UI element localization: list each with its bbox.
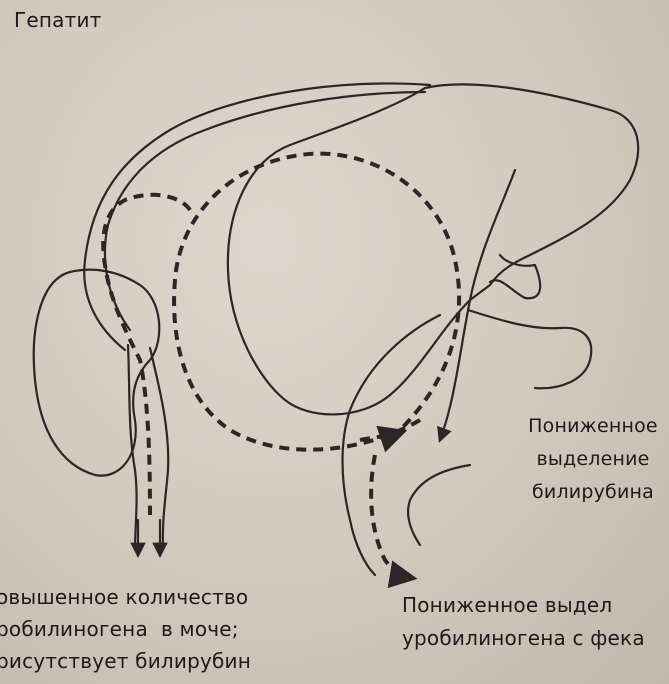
vessel-arc-outer [84,83,430,350]
ureter-right [150,348,168,545]
portal-to-kidney-dashed [103,195,190,515]
enterohepatic-loop-dashed [174,154,459,450]
feces-dashed-arrow [371,455,412,578]
bile-duct-arrow [440,170,515,440]
intestine-line-3 [408,465,470,545]
diagram-title: Гепатит [14,8,102,32]
vessel-arc-inner [105,92,425,330]
urine-urobilinogen-label: овышенное количество робилиногена в моче… [0,581,251,677]
reduced-bilirubin-label: Пониженное выделение билирубина [508,410,669,509]
liver-outline [228,84,638,414]
feces-urobilinogen-label: Пониженное выдел уробилиногена с фека [402,589,645,655]
intestine-line-2 [468,310,591,388]
